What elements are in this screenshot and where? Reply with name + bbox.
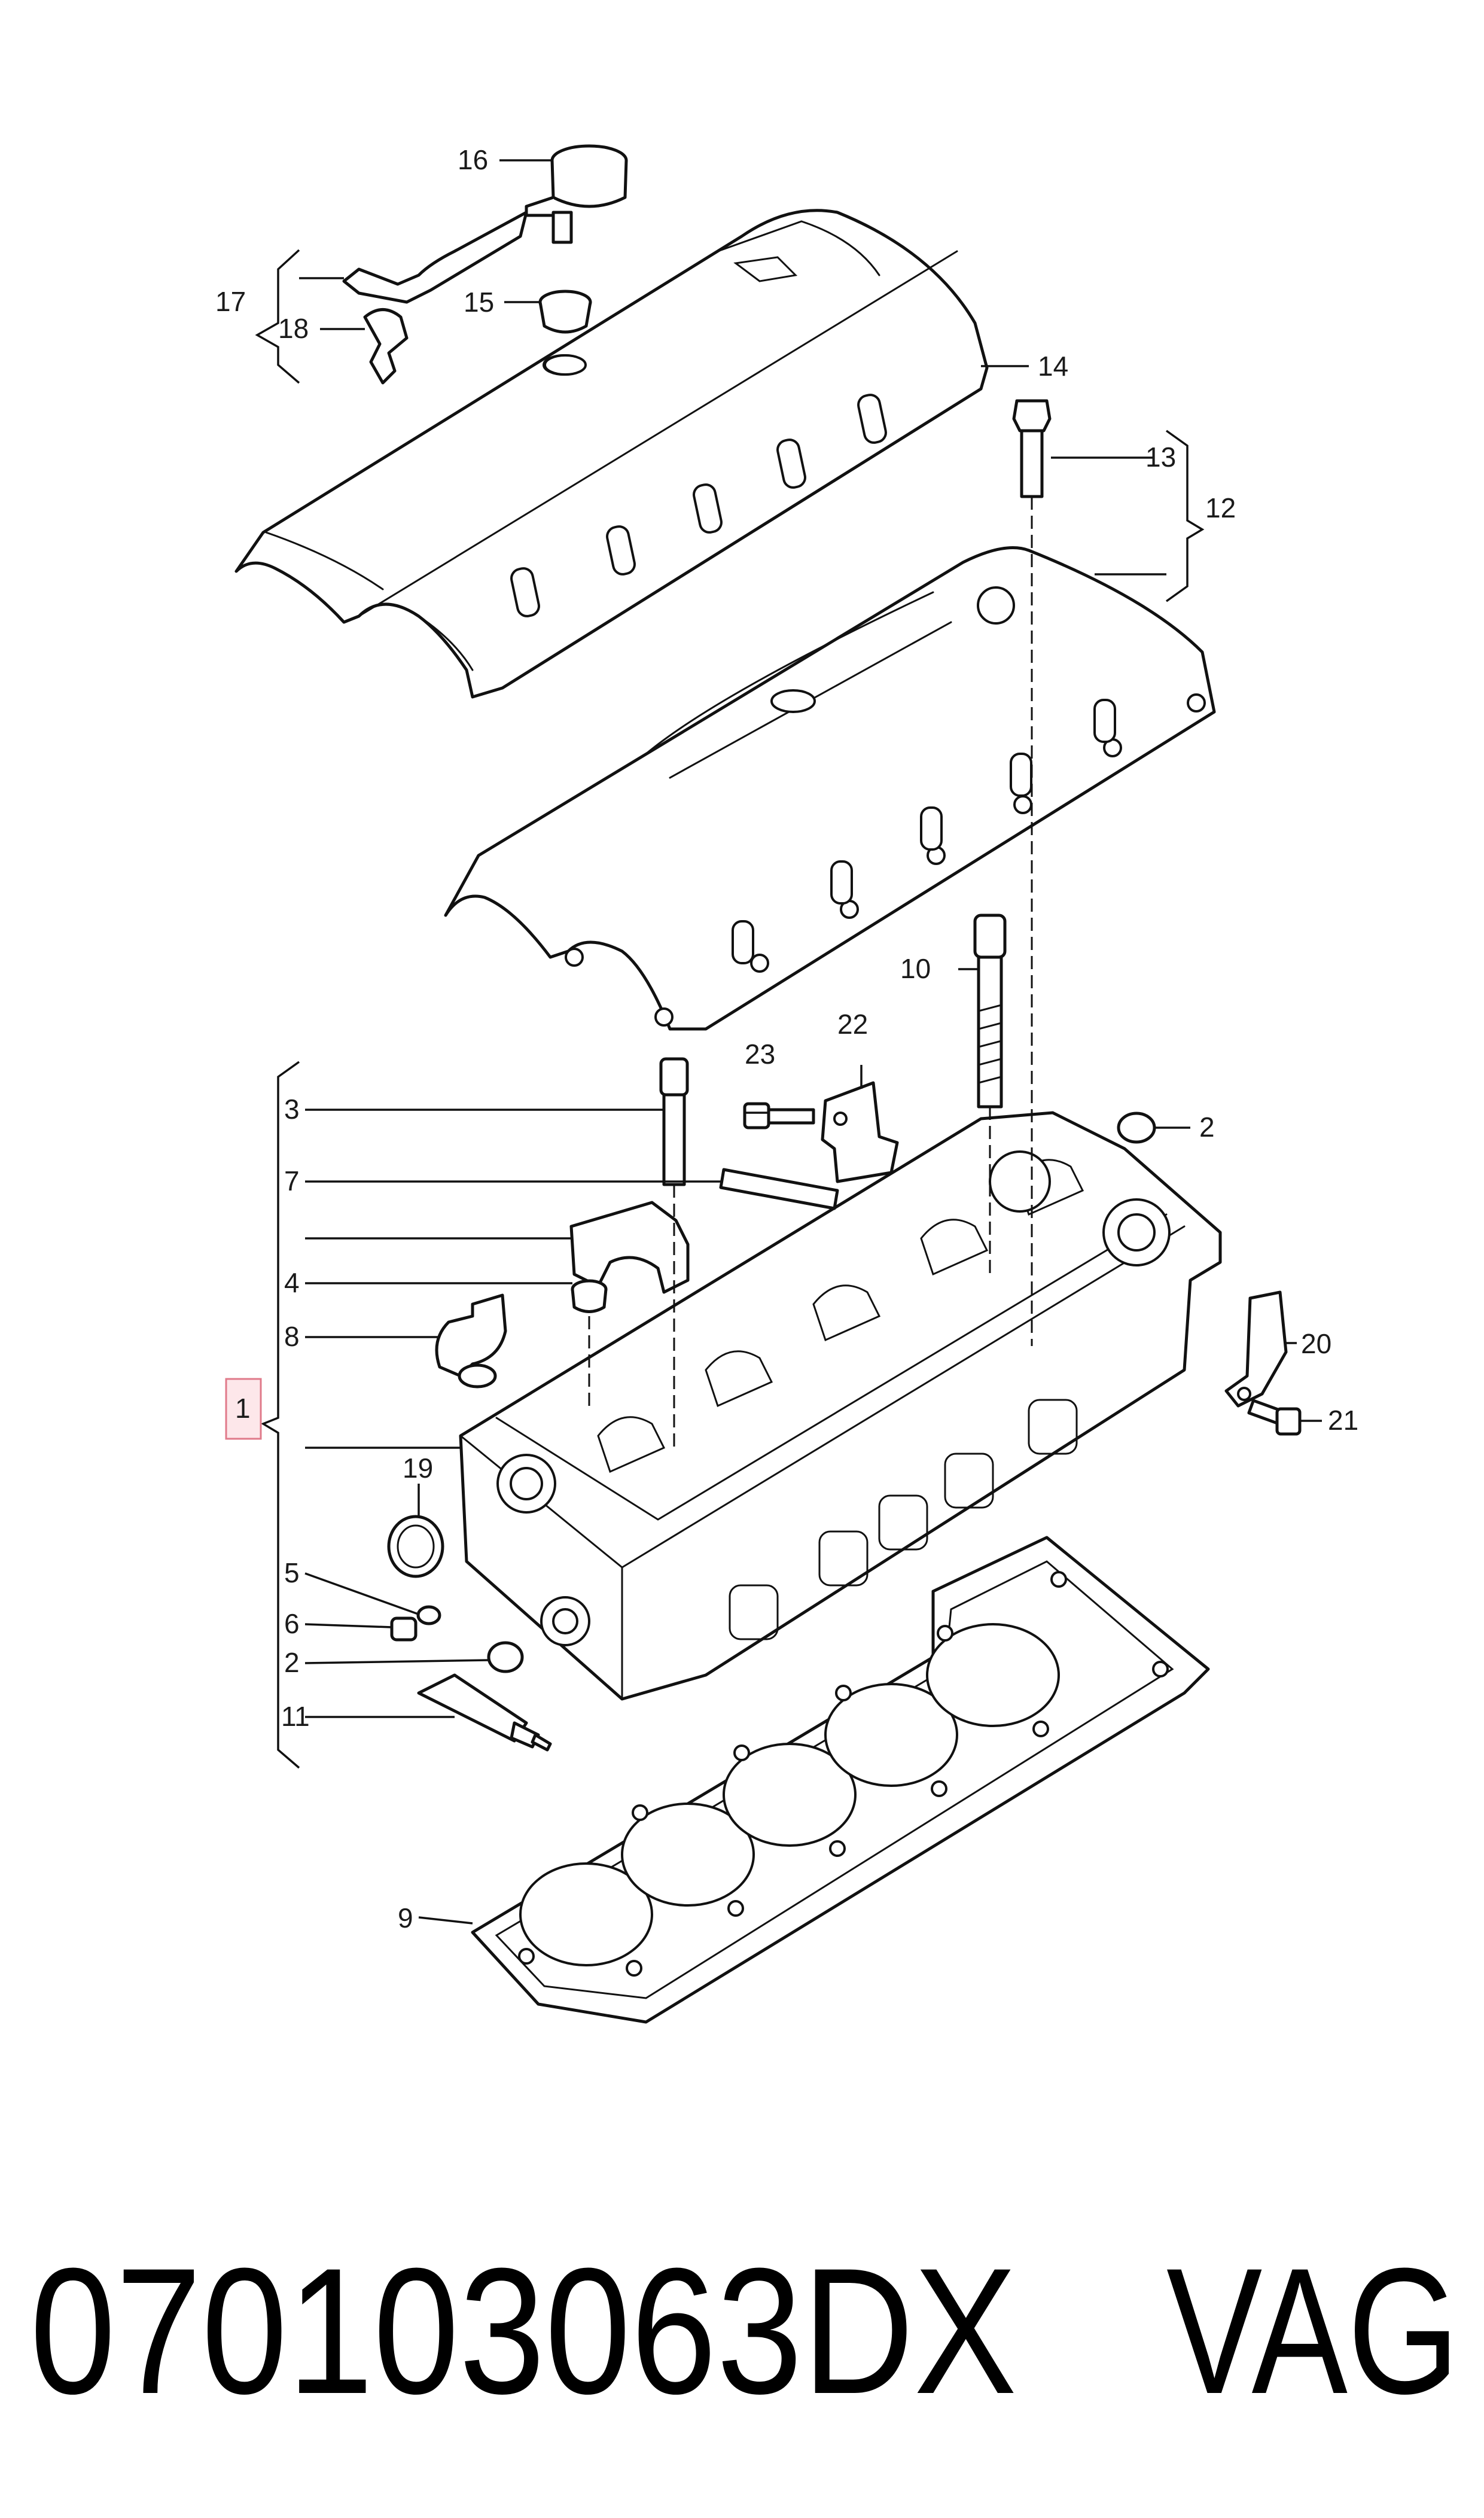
brace-12 <box>1165 430 1205 602</box>
callout-18: 18 <box>278 313 309 344</box>
right-bracket-part <box>1224 1290 1288 1408</box>
callout-21: 21 <box>1328 1405 1358 1436</box>
callout-7: 7 <box>284 1165 300 1196</box>
cover-bolt-holes <box>565 693 1206 1027</box>
head-gasket-part <box>471 1536 1210 2024</box>
callout-22: 22 <box>837 1009 868 1040</box>
breather-hose-part <box>342 211 528 304</box>
callout-14: 14 <box>1038 351 1068 382</box>
cylinder-head-cover-part <box>444 546 1216 1031</box>
callout-11: 11 <box>281 1701 310 1732</box>
head-bolt-part <box>973 914 1007 1109</box>
leader-lines <box>299 159 1322 1925</box>
callout-6: 6 <box>284 1608 300 1639</box>
brace-1 <box>261 1061 300 1769</box>
callout-3: 3 <box>284 1094 300 1125</box>
callout-15: 15 <box>464 287 494 318</box>
seal-ring-part <box>571 1279 608 1313</box>
callout-19: 19 <box>403 1453 433 1484</box>
screw-plug-part <box>390 1616 418 1642</box>
callout-4: 4 <box>284 1267 300 1298</box>
cover-slots <box>510 394 887 617</box>
callout-9: 9 <box>398 1902 413 1934</box>
part-number: 070103063DX <box>30 2230 1017 2431</box>
sealant-tube-part <box>417 1673 552 1752</box>
right-bracket-bolt-part <box>1247 1399 1302 1436</box>
assembly-dashed-lines <box>588 497 1033 1448</box>
bracket-part <box>821 1081 899 1183</box>
callout-17: 17 <box>215 286 246 317</box>
callout-8: 8 <box>284 1321 300 1352</box>
grommet-part <box>538 290 592 376</box>
sealing-plug-lower-part <box>487 1641 524 1673</box>
brand-name: VAG <box>1166 2230 1459 2431</box>
callout-13: 13 <box>1145 442 1176 473</box>
sealing-plug-top-part <box>1117 1112 1156 1144</box>
callout-5: 5 <box>284 1557 300 1588</box>
callout-12: 12 <box>1205 492 1236 523</box>
bracket-bolt-part <box>743 1102 815 1129</box>
cover-bolt-part <box>1012 399 1052 498</box>
callout-labels: 16 15 17 18 14 13 12 10 22 23 2 3 7 4 8 … <box>215 144 1358 1934</box>
stud-part <box>719 1168 839 1210</box>
callout-20: 20 <box>1301 1328 1331 1359</box>
callout-1: 1 <box>235 1393 251 1424</box>
seal-ring-small-part <box>416 1605 441 1625</box>
hose-clip-part <box>363 308 409 385</box>
gasket-small-holes <box>518 1571 1169 1977</box>
callout-2-top: 2 <box>1199 1112 1215 1143</box>
callout-16: 16 <box>458 144 488 175</box>
callout-2-lower: 2 <box>284 1647 300 1678</box>
callout-23: 23 <box>745 1039 775 1070</box>
sealing-cap-part <box>387 1515 444 1578</box>
pressure-valve-part <box>525 144 628 244</box>
callout-1-highlight <box>225 1378 262 1440</box>
cylinder-head-part <box>459 1111 1222 1701</box>
callout-10: 10 <box>900 953 931 984</box>
brace-17 <box>255 249 300 384</box>
exhaust-ports <box>729 1399 1078 1640</box>
gasket-cylinder-bores <box>519 1623 1060 1966</box>
coolant-pipe-part <box>435 1293 507 1389</box>
bearing-cap-part <box>569 1201 690 1294</box>
bearing-bolt-part <box>659 1057 689 1186</box>
